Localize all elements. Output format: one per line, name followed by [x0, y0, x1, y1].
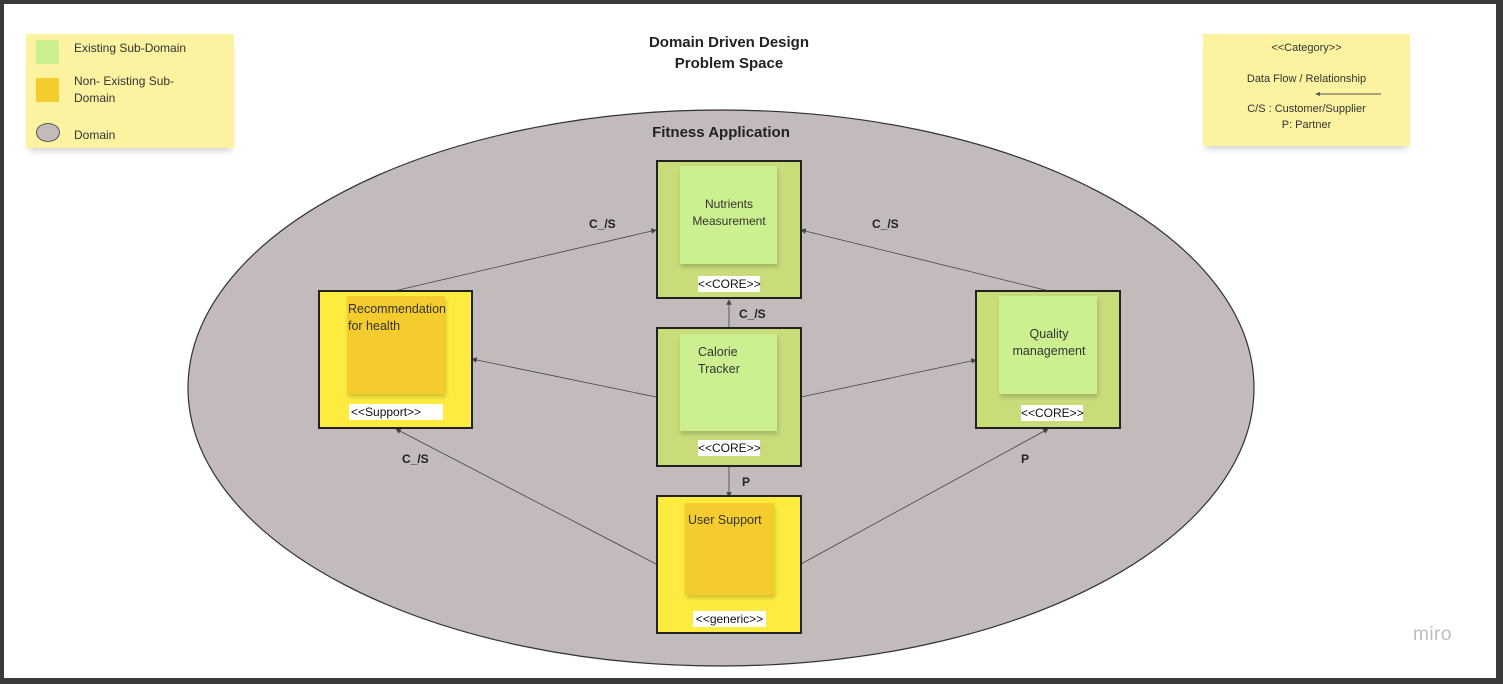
edge-label-calorie-nutrients: C_/S [739, 307, 766, 321]
notation-cs: C/S : Customer/Supplier [1247, 103, 1366, 115]
connector-support-rec [395, 428, 657, 565]
subdomain-recommendation-box[interactable]: Recommendation for health <<Support>> [318, 290, 473, 429]
page-title: Domain Driven Design Problem Space [614, 32, 844, 74]
legend-existing-swatch [36, 40, 59, 64]
subdomain-quality-box[interactable]: Quality management <<CORE>> [975, 290, 1121, 429]
edge-label-quality-nutrients: C_/S [872, 217, 899, 231]
legend-non-existing-swatch [36, 78, 59, 102]
nutrients-note[interactable] [680, 166, 777, 264]
notation-category: <<Category>> [1271, 42, 1342, 54]
quality-note[interactable] [999, 296, 1097, 394]
support-note[interactable] [685, 503, 774, 595]
connector-calorie-rec [471, 357, 657, 398]
support-tag: <<generic>> [693, 611, 766, 627]
calorie-tag: <<CORE>> [698, 440, 761, 456]
connector-quality-nutrients [800, 228, 1050, 292]
nutrients-label: Nutrients Measurement [692, 197, 766, 228]
miro-logo: miro [1413, 624, 1452, 645]
connector-calorie-quality [800, 358, 977, 398]
legend-domain-label: Domain [74, 128, 116, 142]
title-line-2: Problem Space [674, 55, 784, 72]
legend-note[interactable]: Existing Sub-Domain Non- Existing Sub-Do… [26, 34, 234, 148]
domain-label: Fitness Application [652, 124, 790, 141]
recommendation-tag: <<Support>> [349, 404, 443, 420]
title-line-1: Domain Driven Design [648, 34, 810, 51]
subdomain-support-box[interactable]: User Support <<generic>> [656, 495, 802, 634]
edge-label-calorie-support: P [742, 475, 751, 489]
legend-existing-label: Existing Sub-Domain [74, 41, 187, 55]
edge-label-support-quality: P [1021, 452, 1030, 466]
notation-partner: P: Partner [1281, 119, 1332, 131]
connector-rec-nutrients [393, 228, 657, 292]
calorie-note[interactable] [680, 334, 777, 431]
quality-tag: <<CORE>> [1021, 405, 1084, 421]
miro-board[interactable]: Existing Sub-Domain Non- Existing Sub-Do… [4, 4, 1496, 678]
notation-note[interactable]: <<Category>> Data Flow / Relationship C/… [1203, 34, 1410, 146]
legend-non-existing-label: Non- Existing Sub-Domain [74, 74, 175, 105]
recommendation-note[interactable] [347, 296, 445, 394]
notation-arrow-icon [1315, 92, 1381, 96]
edge-label-support-rec: C_/S [402, 452, 429, 466]
support-label: User Support [688, 513, 762, 527]
notation-data-flow: Data Flow / Relationship [1246, 73, 1367, 85]
quality-label: Quality management [1012, 327, 1086, 358]
recommendation-label: Recommendation for health [348, 302, 446, 333]
subdomain-nutrients-box[interactable]: Nutrients Measurement <<CORE>> [656, 160, 802, 299]
calorie-label: Calorie Tracker [698, 345, 740, 376]
legend-domain-swatch [36, 123, 60, 142]
edge-label-rec-nutrients: C_/S [589, 217, 616, 231]
subdomain-calorie-box[interactable]: Calorie Tracker <<CORE>> [656, 327, 802, 467]
connector-support-quality [800, 428, 1049, 565]
nutrients-tag: <<CORE>> [698, 276, 761, 292]
